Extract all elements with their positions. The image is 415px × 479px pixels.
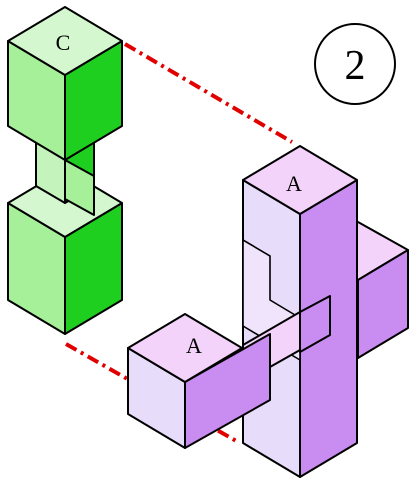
step-number-circle	[314, 23, 396, 105]
piece-a: A A	[127, 145, 409, 478]
step-number-badge: 2	[314, 23, 396, 105]
guide-lines	[65, 42, 294, 444]
piece-c-upper-top-face	[7, 6, 123, 76]
piece-c-label: C	[56, 30, 71, 55]
piece-c: C	[7, 6, 123, 335]
piece-a-cube-right-face	[184, 333, 271, 449]
guide-line-bottom	[65, 342, 239, 444]
piece-a-label-top: A	[286, 171, 302, 196]
piece-a-slot-front	[299, 295, 331, 353]
piece-a-label-bottom: A	[186, 333, 202, 358]
guide-line-top	[123, 42, 294, 144]
piece-c-notch-step	[64, 159, 95, 216]
piece-a-cube-top-face	[127, 313, 243, 383]
piece-a-post-top-face	[242, 145, 358, 215]
step-number: 2	[345, 43, 366, 89]
